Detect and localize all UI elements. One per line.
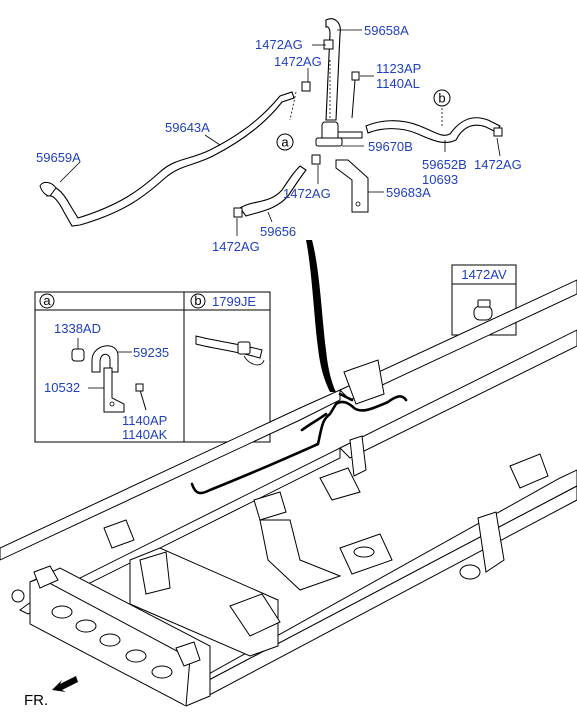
label-59656: 59656 (260, 224, 296, 239)
label-1123AP: 1123AP (376, 61, 421, 76)
label-10532: 10532 (44, 380, 80, 395)
svg-text:1799JE: 1799JE (212, 294, 256, 309)
label-59670B: 59670B (368, 139, 413, 154)
label-1472AG-top: 1472AG (255, 37, 303, 52)
label-1472AG-2: 1472AG (274, 54, 322, 69)
label-1472AG-right: 1472AG (474, 157, 522, 172)
callout-b: b (433, 89, 451, 107)
label-59659A: 59659A (36, 150, 81, 165)
svg-text:b: b (194, 293, 201, 308)
svg-text:FR.: FR. (24, 692, 48, 709)
label-1140AK: 1140AK (122, 427, 168, 442)
label-1140AP: 1140AP (122, 413, 167, 428)
grommet-part (71, 338, 147, 413)
label-59643A: 59643A (165, 120, 210, 135)
callout-a: a (276, 133, 294, 151)
label-59658A: 59658A (364, 23, 409, 38)
vacuum-hose-assembly (39, 18, 503, 227)
clip-icon (473, 299, 493, 321)
label-59652B: 59652B (422, 157, 467, 172)
label-59235: 59235 (133, 345, 169, 360)
label-59683A: 59683A (386, 185, 431, 200)
label-1338AD: 1338AD (54, 321, 101, 336)
leader-lines (59, 29, 501, 236)
svg-text:1472AV: 1472AV (461, 267, 507, 282)
box-1472AV: 1472AV (451, 264, 517, 336)
pointer-arrow (306, 240, 336, 392)
label-1140AL: 1140AL (376, 76, 420, 91)
label-1472AG-bottom: 1472AG (212, 239, 260, 254)
front-direction-indicator: FR. (24, 676, 78, 709)
cable-tie-part (195, 335, 265, 366)
detail-box: a b 1799JE 1338AD 59235 10532 1140AP 114… (34, 291, 271, 443)
front-arrow-icon (52, 676, 78, 692)
svg-text:a: a (281, 135, 289, 150)
label-1472AG-mid: 1472AG (283, 186, 331, 201)
vehicle-frame (0, 279, 577, 707)
svg-text:b: b (438, 91, 445, 106)
svg-text:a: a (43, 293, 51, 308)
label-10693: 10693 (422, 172, 458, 187)
